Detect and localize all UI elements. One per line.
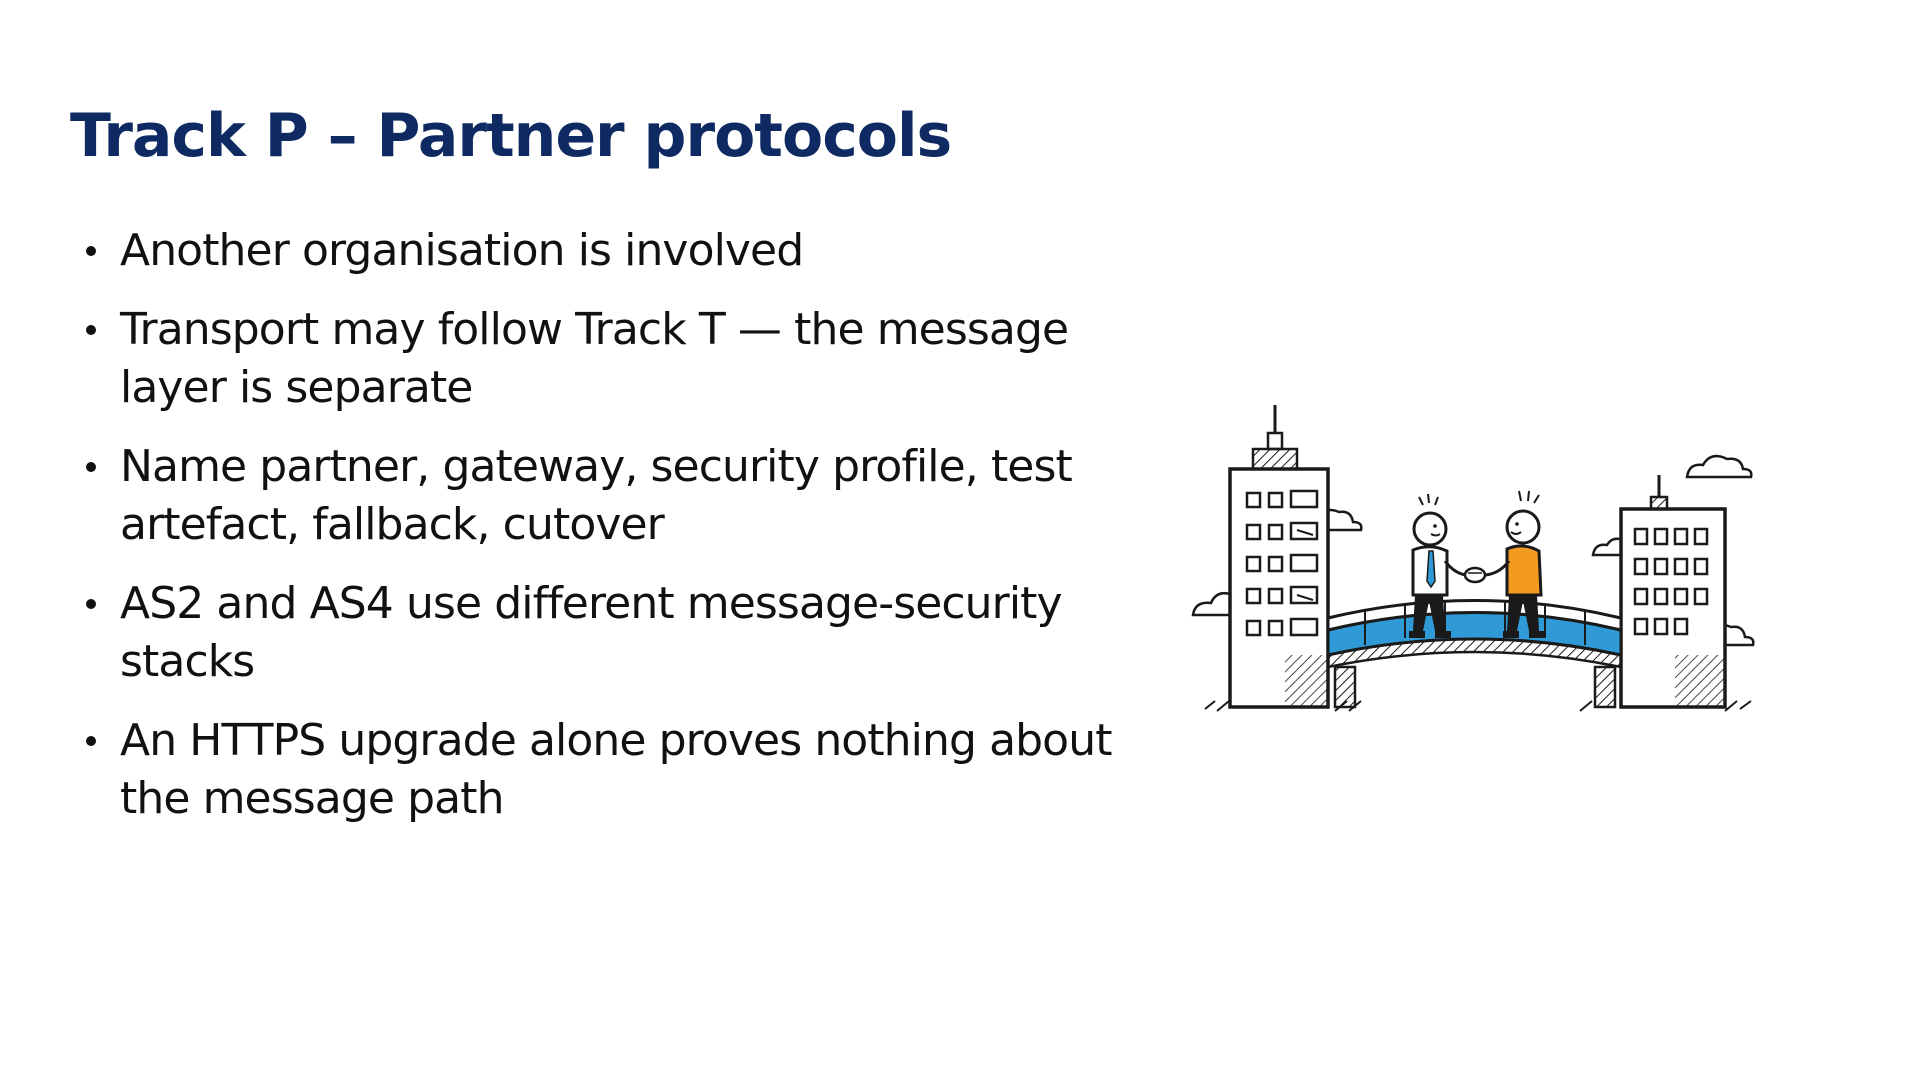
bullet-dot-icon bbox=[86, 736, 96, 746]
bullet-item: Another organisation is involved bbox=[80, 222, 1160, 280]
bullet-list: Another organisation is involved Transpo… bbox=[80, 222, 1160, 849]
person-icon bbox=[1409, 493, 1474, 638]
bullet-text: Name partner, gateway, security profile,… bbox=[120, 441, 1073, 550]
bullet-item: AS2 and AS4 use different message-securi… bbox=[80, 575, 1160, 691]
bullet-dot-icon bbox=[86, 325, 96, 335]
handshake-illustration bbox=[1191, 405, 1755, 712]
building-icon bbox=[1619, 475, 1727, 709]
bullet-item: Name partner, gateway, security profile,… bbox=[80, 438, 1160, 554]
page-title: Track P – Partner protocols bbox=[70, 101, 952, 171]
handshake-icon bbox=[1463, 566, 1487, 584]
bullet-dot-icon bbox=[86, 462, 96, 472]
bullet-text: Another organisation is involved bbox=[120, 225, 804, 276]
bullet-item: Transport may follow Track T — the messa… bbox=[80, 301, 1160, 417]
bullet-item: An HTTPS upgrade alone proves nothing ab… bbox=[80, 712, 1160, 828]
bullet-text: AS2 and AS4 use different message-securi… bbox=[120, 578, 1063, 687]
bullet-dot-icon bbox=[86, 599, 96, 609]
bridge-icon bbox=[1326, 599, 1623, 709]
bullet-text: An HTTPS upgrade alone proves nothing ab… bbox=[120, 715, 1112, 824]
cloud-icon bbox=[1685, 454, 1753, 479]
person-icon bbox=[1476, 490, 1545, 638]
bullet-text: Transport may follow Track T — the messa… bbox=[120, 304, 1069, 413]
bullet-dot-icon bbox=[86, 246, 96, 256]
building-icon bbox=[1228, 405, 1330, 709]
